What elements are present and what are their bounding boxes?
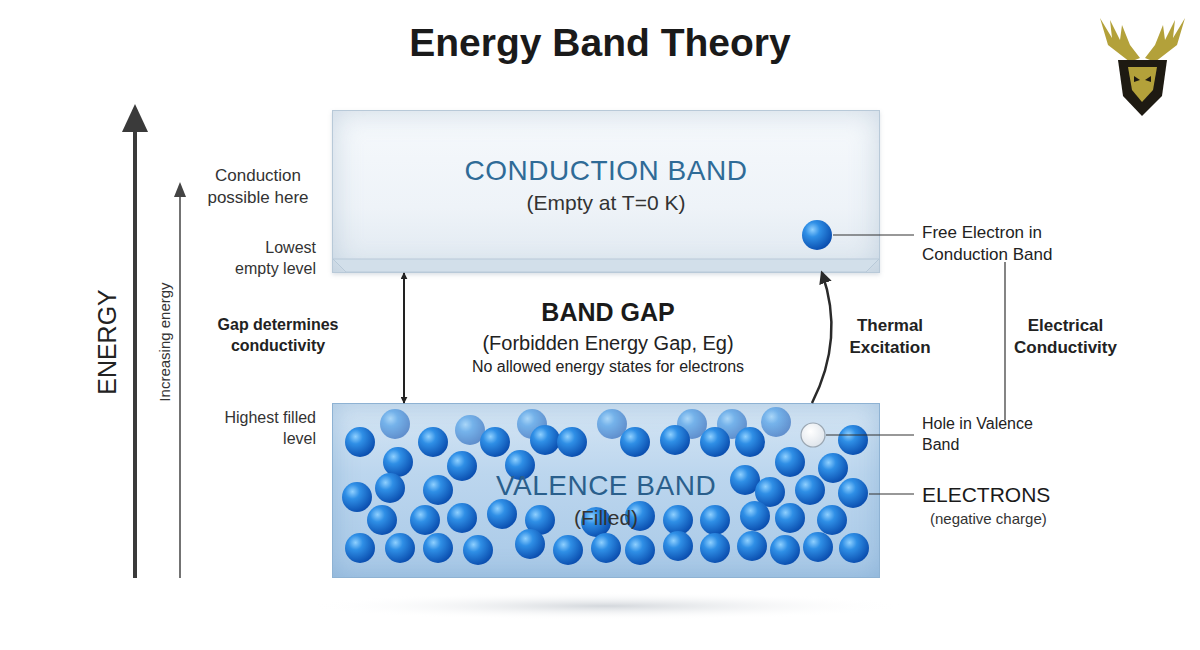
electron: [515, 529, 545, 559]
hole: [801, 423, 825, 447]
electron: [375, 473, 405, 503]
electron: [581, 507, 611, 537]
electron: [660, 425, 690, 455]
logo-shield: [1118, 60, 1167, 116]
electron: [838, 478, 868, 508]
electron: [345, 533, 375, 563]
electron: [700, 533, 730, 563]
note-label: Conduction possible here: [188, 165, 328, 209]
gap-subtitle: (Forbidden Energy Gap, Eg): [418, 330, 798, 356]
electron: [480, 427, 510, 457]
electron: [487, 499, 517, 529]
callout-label: Free Electron in Conduction Band: [922, 222, 1097, 266]
electron: [795, 475, 825, 505]
gap-title: BAND GAP: [458, 296, 758, 329]
diagram-title: Energy Band Theory: [300, 20, 900, 67]
electron: [625, 535, 655, 565]
electron: [735, 427, 765, 457]
electron: [530, 425, 560, 455]
electron: [557, 427, 587, 457]
increasing-axis-head: [174, 182, 186, 197]
electron: [700, 427, 730, 457]
connector-arrow: [403, 273, 405, 403]
electron: [505, 450, 535, 480]
electron: [591, 533, 621, 563]
level-label: Highest filled level: [221, 408, 316, 450]
electron: [423, 533, 453, 563]
floor-shadow: [306, 592, 906, 620]
energy-axis: [133, 128, 137, 578]
leader-line: [826, 434, 914, 435]
logo-antler: [1100, 18, 1140, 62]
logo-antler: [1145, 18, 1185, 62]
electron: [383, 447, 413, 477]
callout-label: (negative charge): [930, 509, 1130, 529]
band-name: VALENCE BAND: [496, 470, 716, 502]
electron: [663, 505, 693, 535]
band-name: CONDUCTION BAND: [465, 155, 748, 187]
electron: [663, 531, 693, 561]
electron: [620, 427, 650, 457]
callout-label: ELECTRONS: [922, 481, 1122, 508]
gap-note: No allowed energy states for electrons: [398, 357, 818, 378]
electron: [418, 427, 448, 457]
electron: [463, 535, 493, 565]
electron: [410, 505, 440, 535]
electron: [817, 505, 847, 535]
electron: [385, 533, 415, 563]
electron: [838, 425, 868, 455]
electron: [625, 501, 655, 531]
electron: [423, 475, 453, 505]
band-note: (Empty at T=0 K): [527, 191, 686, 215]
band-box: CONDUCTION BAND (Empty at T=0 K): [332, 110, 880, 273]
axis-label: ENERGY: [91, 289, 124, 395]
electron: [380, 409, 410, 439]
logo-face: [1128, 67, 1157, 102]
electron: [818, 453, 848, 483]
leader-line: [833, 234, 914, 235]
energy-axis-head: [122, 104, 148, 132]
callout-label: Hole in Valence Band: [922, 414, 1034, 456]
electron: [803, 532, 833, 562]
electron: [345, 427, 375, 457]
electron: [770, 535, 800, 565]
electron: [367, 505, 397, 535]
electron: [700, 505, 730, 535]
leader-line: [869, 493, 914, 494]
free-electron: [802, 220, 832, 250]
callout-label: Electrical Conductivity: [1003, 315, 1128, 359]
edge-label: Thermal Excitation: [838, 315, 942, 359]
band-note: (Filled): [574, 506, 638, 530]
electron: [839, 533, 869, 563]
electron: [553, 535, 583, 565]
electron: [447, 503, 477, 533]
logo-eye: [1134, 76, 1151, 82]
electron: [775, 503, 805, 533]
connector-arrow: [812, 273, 831, 403]
electron: [775, 447, 805, 477]
bracket-line: [1004, 262, 1005, 420]
axis-label: Increasing energy: [155, 282, 175, 401]
band-bevel: [333, 259, 879, 272]
increasing-axis: [179, 194, 181, 578]
logo: [1100, 18, 1185, 116]
note-label: Gap determines conductivity: [200, 315, 356, 357]
electron: [740, 501, 770, 531]
electron: [342, 482, 372, 512]
level-label: Lowest empty level: [221, 238, 316, 280]
electron: [447, 451, 477, 481]
electron: [737, 531, 767, 561]
electron: [761, 407, 791, 437]
